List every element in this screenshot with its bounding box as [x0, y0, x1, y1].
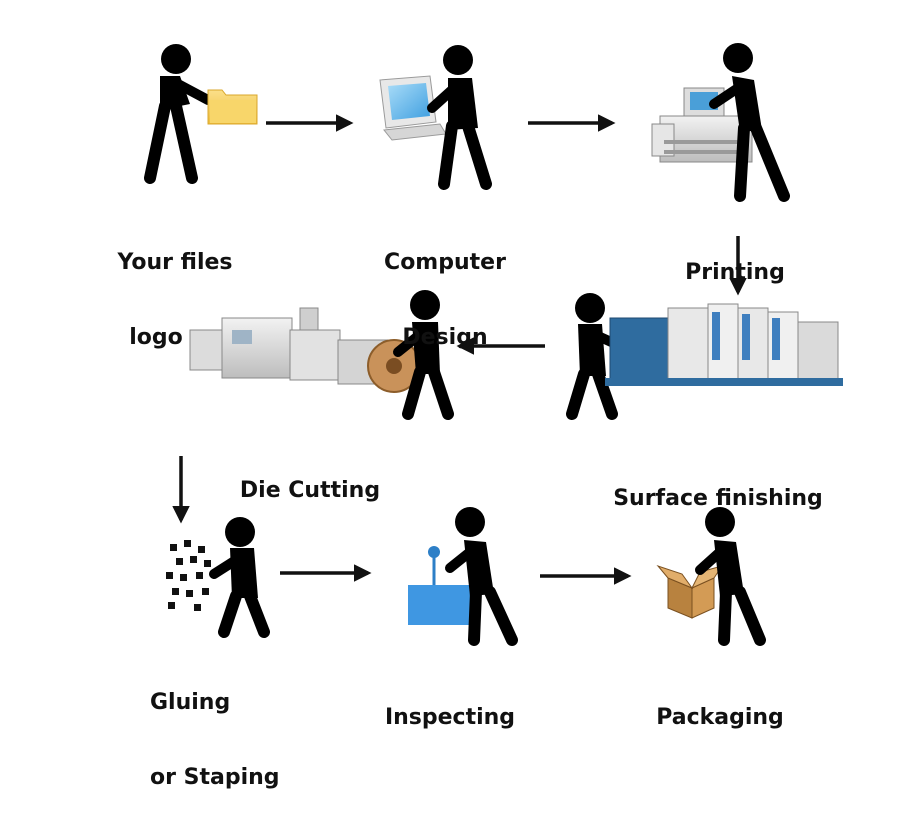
- person-at-press-icon: [566, 293, 625, 420]
- label-die-cutting: Die Cutting: [210, 428, 410, 528]
- person-gluing-icon: [209, 517, 270, 638]
- person-at-computer-icon: [427, 45, 492, 190]
- label-line: Your files: [117, 250, 233, 275]
- label-surface-finishing: Surface finishing: [588, 436, 848, 536]
- cardboard-box-icon: [656, 564, 724, 619]
- printing-press-icon: [605, 303, 843, 386]
- label-line: Surface finishing: [613, 486, 823, 511]
- inspection-box-icon: [408, 546, 472, 625]
- label-your-files-logo: Your files logo: [90, 200, 260, 375]
- label-line: Computer: [384, 250, 506, 275]
- printer-icon: [651, 87, 753, 163]
- label-packaging: Packaging: [635, 655, 805, 755]
- label-gluing-or-staping: Gluing or Staping: [150, 640, 330, 815]
- label-line: Printing: [685, 260, 785, 285]
- person-carrying-files-icon: [144, 44, 213, 184]
- label-line: Packaging: [656, 705, 784, 730]
- person-packaging-icon: [695, 507, 766, 646]
- glue-dots-icon: [166, 540, 211, 611]
- computer-icon: [379, 75, 447, 141]
- folder-icon: [207, 89, 258, 125]
- label-line: Gluing: [150, 690, 231, 715]
- label-computer-design: Computer Design: [360, 200, 530, 375]
- label-printing: Printing: [660, 210, 810, 310]
- person-inspecting-icon: [445, 507, 518, 646]
- person-at-die-cutter-icon: [393, 290, 454, 420]
- label-line: logo: [129, 325, 183, 350]
- label-inspecting: Inspecting: [365, 655, 535, 755]
- label-line: Design: [402, 325, 488, 350]
- person-at-printer-icon: [709, 43, 790, 202]
- die-cutting-machine-icon: [189, 307, 421, 393]
- label-line: Inspecting: [384, 705, 516, 730]
- process-diagram: [144, 43, 843, 646]
- label-line: Die Cutting: [239, 478, 381, 503]
- label-line: or Staping: [150, 765, 280, 790]
